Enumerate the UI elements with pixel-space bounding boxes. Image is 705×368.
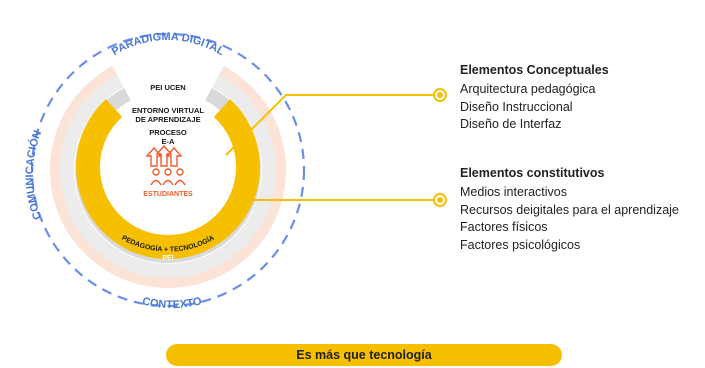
connector-dot-constitutive-core — [437, 197, 443, 203]
top-wedge — [108, 42, 228, 170]
label-pei-ucen: PEI UCEN — [150, 83, 185, 92]
label-entorno-line2: DE APRENDIZAJE — [135, 115, 200, 124]
yellow-ring — [76, 99, 260, 260]
heading-elementos-conceptuales: Elementos Conceptuales — [460, 63, 609, 77]
heading-elementos-constitutivos: Elementos constitutivos — [460, 166, 605, 180]
banner-es-mas-que-tecnologia: Es más que tecnología — [166, 344, 562, 366]
inner-white-circle — [112, 114, 224, 226]
list-item: Diseño Instruccional — [460, 99, 573, 114]
panel-elementos-constitutivos: Elementos constitutivos Medios interacti… — [460, 166, 679, 254]
list-item: Recursos deigitales para el aprendizaje — [460, 202, 679, 217]
list-item: Arquitectura pedagógica — [460, 82, 596, 96]
outer-dashed-circle — [30, 32, 306, 308]
label-pei-bottom: PEI — [162, 255, 173, 262]
label-entorno-line1: ENTORNO VIRTUAL — [132, 106, 204, 115]
svg-text:COMUNICACIÓN: COMUNICACIÓN — [24, 129, 44, 221]
list-item: Factores físicos — [460, 220, 548, 234]
list-item: Factores psicológicos — [460, 237, 581, 252]
label-comunicacion: COMUNICACIÓN — [24, 129, 44, 221]
connector-line-conceptual — [225, 94, 440, 156]
list-item: Diseño de Interfaz — [460, 117, 562, 131]
list-item: Medios interactivos — [460, 185, 567, 199]
arrows-up-icon — [145, 144, 183, 167]
students-icon — [150, 168, 186, 186]
label-estudiantes: ESTUDIANTES — [143, 191, 193, 198]
svg-text:CONTEXTO: CONTEXTO — [141, 295, 203, 311]
label-proceso-line1: PROCESO — [149, 128, 187, 137]
connector-dot-conceptual-core — [437, 92, 443, 98]
label-contexto: CONTEXTO — [141, 295, 203, 311]
label-proceso-line2: E-A — [162, 137, 176, 146]
panel-elementos-conceptuales: Elementos Conceptuales Arquitectura peda… — [460, 63, 609, 134]
